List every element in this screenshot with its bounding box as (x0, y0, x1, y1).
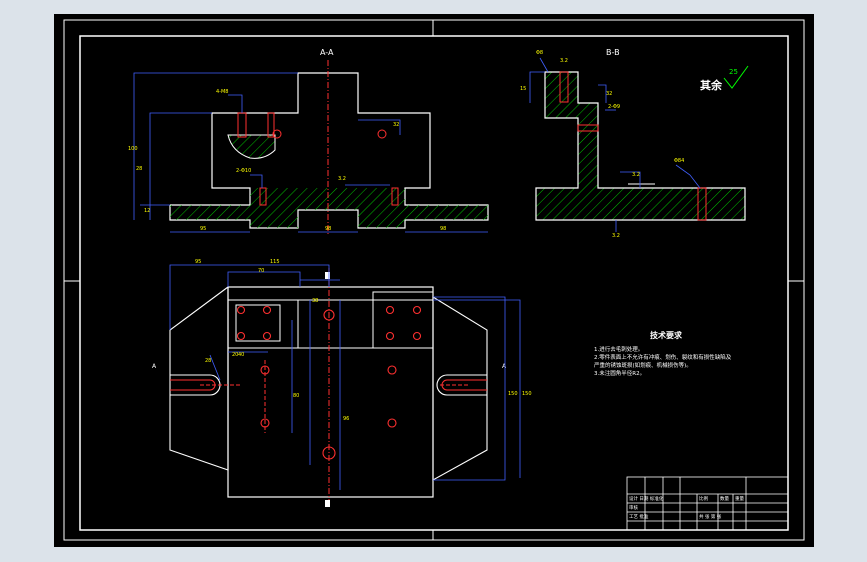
svg-text:80: 80 (293, 393, 299, 399)
svg-text:3.未注圆角半径R2。: 3.未注圆角半径R2。 (594, 369, 645, 377)
svg-text:38: 38 (312, 298, 318, 304)
svg-text:Φ8: Φ8 (536, 50, 543, 56)
svg-text:32: 32 (606, 91, 612, 97)
title-block-weight: 重量 (735, 495, 744, 502)
svg-text:2.零件表面上不允许有冲痕、划伤、裂纹和有损性缺陷及: 2.零件表面上不允许有冲痕、划伤、裂纹和有损性缺陷及 (594, 353, 732, 361)
section-bb-title: B-B (606, 48, 620, 57)
svg-text:2-Φ9: 2-Φ9 (608, 104, 620, 110)
tech-req-title: 技术要求 (650, 330, 683, 340)
svg-text:150: 150 (508, 391, 518, 397)
svg-text:其余: 其余 (700, 78, 723, 92)
view-arrow-left: A (152, 363, 157, 370)
svg-text:20: 20 (232, 352, 238, 358)
svg-text:28: 28 (136, 166, 142, 172)
svg-text:95: 95 (195, 259, 201, 265)
title-block-row-3: 工艺 批准 (629, 513, 649, 520)
svg-text:3.2: 3.2 (612, 233, 620, 239)
technical-requirements: 技术要求 1.进行去毛刺处理。 2.零件表面上不允许有冲痕、划伤、裂纹和有损性缺… (594, 330, 732, 377)
svg-text:28: 28 (205, 358, 211, 364)
svg-text:96: 96 (343, 416, 349, 422)
cad-viewport[interactable] (54, 14, 814, 547)
svg-text:98: 98 (325, 226, 331, 232)
section-aa-view: A-A 4-M8 100 28 2-Φ10 (128, 48, 489, 235)
svg-text:严重的锈蚀斑损(如划痕、机械损伤等)。: 严重的锈蚀斑损(如划痕、机械损伤等)。 (594, 361, 692, 369)
title-block-sheet: 共 张 第 张 (699, 513, 722, 520)
title-block-scale: 比例 (699, 495, 708, 502)
svg-text:2-Φ10: 2-Φ10 (236, 168, 251, 174)
svg-text:32: 32 (393, 122, 399, 128)
svg-text:70: 70 (258, 268, 264, 274)
svg-text:4-M8: 4-M8 (216, 89, 228, 95)
svg-text:98: 98 (440, 226, 446, 232)
title-block (626, 476, 789, 531)
surface-finish-note: 其余 25 (700, 65, 749, 92)
svg-text:Φ84: Φ84 (674, 158, 684, 164)
svg-text:25: 25 (729, 68, 738, 76)
svg-text:95: 95 (200, 226, 206, 232)
svg-text:3.2: 3.2 (560, 58, 568, 64)
svg-text:100: 100 (128, 146, 138, 152)
view-arrow-right: A (502, 363, 507, 370)
svg-text:12: 12 (144, 208, 150, 214)
svg-text:40: 40 (238, 352, 244, 358)
inner-border (79, 35, 789, 531)
svg-text:3.2: 3.2 (632, 172, 640, 178)
title-block-qty: 数量 (720, 495, 729, 502)
svg-text:15: 15 (520, 86, 526, 92)
section-bb-view: B-B Φ8 3.2 15 32 2-Φ9 Φ84 3.2 3.2 (520, 48, 746, 239)
outer-border (63, 19, 805, 541)
svg-text:115: 115 (270, 259, 280, 265)
svg-text:150: 150 (522, 391, 532, 397)
section-aa-title: A-A (320, 48, 334, 57)
svg-text:1.进行去毛刺处理。: 1.进行去毛刺处理。 (594, 345, 643, 353)
svg-text:3.2: 3.2 (338, 176, 346, 182)
title-block-row-1: 设计 日期 标准化 (629, 495, 664, 502)
title-block-row-2: 审核 (629, 504, 638, 511)
plan-view: A A 95 115 70 38 40 20 80 150 150 28 (152, 259, 532, 507)
